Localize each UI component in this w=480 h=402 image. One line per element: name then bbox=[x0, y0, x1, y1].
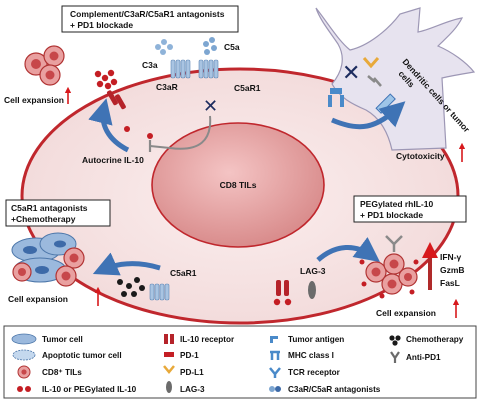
cd8-tils-label: CD8 TILs bbox=[220, 180, 257, 190]
legend-col2-item2: PD-L1 bbox=[180, 368, 204, 377]
c3a-molecules bbox=[155, 39, 173, 55]
tumor-cell-legend-icon bbox=[11, 333, 37, 345]
legend-col1-item0: Tumor cell bbox=[42, 335, 83, 344]
tcr-receptor-legend-icon bbox=[269, 367, 281, 378]
expanding-cd8-cells-top-left bbox=[24, 45, 65, 86]
cd8-til-legend-nucleus bbox=[21, 369, 27, 375]
anti-pd1-icon bbox=[367, 75, 376, 83]
peg-il10-box bbox=[353, 195, 467, 223]
c5a-label: C5a bbox=[224, 42, 240, 52]
il10-dot bbox=[124, 126, 130, 132]
chemotherapy-legend-icon bbox=[395, 335, 401, 341]
apoptotic-cell-legend-icon bbox=[12, 349, 36, 361]
legend-col3-item1: MHC class I bbox=[288, 351, 334, 360]
block-x-icon: ✕ bbox=[203, 96, 218, 117]
il10-receptor-legend-icon bbox=[164, 334, 168, 344]
complement-box-line2: + PD1 blockade bbox=[70, 20, 133, 30]
legend-col4-item0: Chemotherapy bbox=[406, 335, 464, 344]
legend-col3-item2: TCR receptor bbox=[288, 368, 341, 377]
legend-col3-item3: C3aR/C5aR antagonists bbox=[288, 385, 381, 394]
chemotherapy-legend-icon bbox=[392, 340, 398, 346]
chemotherapy-legend-icon bbox=[389, 335, 395, 341]
peg-box-line2: + PD1 blockade bbox=[360, 210, 423, 220]
c3ar-receptor bbox=[170, 59, 191, 79]
anti-pd1-icon bbox=[373, 77, 382, 87]
autocrine-il10-label: Autocrine IL-10 bbox=[82, 155, 144, 165]
pd1-legend-icon bbox=[164, 352, 174, 357]
gzmb-label: GzmB bbox=[440, 265, 465, 275]
legend-col4-item1: Anti-PD1 bbox=[406, 353, 441, 362]
anti-pd1-legend-icon bbox=[390, 351, 400, 363]
mhc-class-i-legend-icon bbox=[270, 350, 280, 360]
fasl-label: FasL bbox=[440, 278, 460, 288]
c5ar1-chemo-box bbox=[5, 199, 111, 227]
il10-receptor-legend-icon bbox=[170, 334, 174, 344]
lag3-icon bbox=[308, 281, 316, 299]
il10-dot bbox=[147, 133, 153, 139]
il10-receptor-top bbox=[106, 90, 126, 110]
il10-dots-top bbox=[94, 69, 118, 90]
cytotoxicity-label: Cytotoxicity bbox=[396, 151, 445, 161]
il10-legend-icon bbox=[17, 386, 23, 392]
cell-expansion-label-bottom-right: Cell expansion bbox=[376, 308, 436, 318]
blocked-pd1-x-icon: ✕ bbox=[342, 61, 360, 86]
expanding-cells-bottom-right bbox=[359, 253, 419, 299]
peg-box-line1: PEGylated rhIL-10 bbox=[360, 199, 433, 209]
il10-legend-icon bbox=[25, 386, 31, 392]
c5a-molecules bbox=[203, 37, 217, 55]
legend-col1-item2: CD8⁺ TILs bbox=[42, 368, 82, 377]
ifn-gamma-label: IFN-γ bbox=[440, 252, 462, 262]
legend-col2-item3: LAG-3 bbox=[180, 385, 205, 394]
c5ar1-box-line2: +Chemotherapy bbox=[11, 214, 76, 224]
complement-box-line1: Complement/C3aR/C5aR1 antagonists bbox=[70, 9, 225, 19]
chemotherapy-dots bbox=[117, 277, 145, 297]
c5ar1-label-top: C5aR1 bbox=[234, 83, 261, 93]
c5ar1-receptor-top bbox=[198, 59, 219, 79]
cell-expansion-label-top-left: Cell expansion bbox=[4, 95, 64, 105]
pdl1-legend-icon bbox=[163, 365, 175, 374]
lag3-label: LAG-3 bbox=[300, 266, 326, 276]
c3ar-antagonist-legend-icon bbox=[275, 386, 281, 392]
c3a-label: C3a bbox=[142, 60, 158, 70]
legend-col1-item3: IL-10 or PEGylated IL-10 bbox=[42, 385, 137, 394]
c3ar-antagonist-legend-icon bbox=[269, 386, 275, 392]
cell-expansion-label-bottom-left: Cell expansion bbox=[8, 294, 68, 304]
c3ar-label: C3aR bbox=[156, 82, 178, 92]
lag3-legend-icon bbox=[166, 381, 172, 393]
c5ar1-box-line1: C5aR1 antagonists bbox=[11, 203, 88, 213]
il10-receptor-bottom bbox=[273, 280, 292, 306]
autocrine-arrow bbox=[88, 98, 130, 153]
tumor-cell-cluster-bottom-left bbox=[11, 232, 85, 287]
tcr-mhc-complex-top-right bbox=[328, 88, 344, 107]
c5ar1-label-bottom: C5aR1 bbox=[170, 268, 197, 278]
complement-therapy-box bbox=[61, 5, 239, 33]
legend-col2-item1: PD-1 bbox=[180, 351, 199, 360]
legend-col2-item0: IL-10 receptor bbox=[180, 335, 235, 344]
bottom-right-arrow bbox=[316, 237, 381, 262]
legend-col3-item0: Tumor antigen bbox=[288, 335, 344, 344]
bottom-left-arrow bbox=[92, 252, 161, 276]
cytotoxicity-arrow bbox=[331, 101, 406, 130]
legend-col1-item1: Apoptotic tumor cell bbox=[42, 351, 122, 360]
cd8-til-nucleus bbox=[151, 122, 325, 248]
dendritic-cell bbox=[315, 7, 476, 151]
c5ar1-receptor-bottom bbox=[149, 283, 170, 301]
pdl1-icon bbox=[362, 57, 380, 69]
inhibition-line bbox=[149, 115, 212, 150]
tumor-antigen-legend-icon bbox=[270, 336, 278, 343]
